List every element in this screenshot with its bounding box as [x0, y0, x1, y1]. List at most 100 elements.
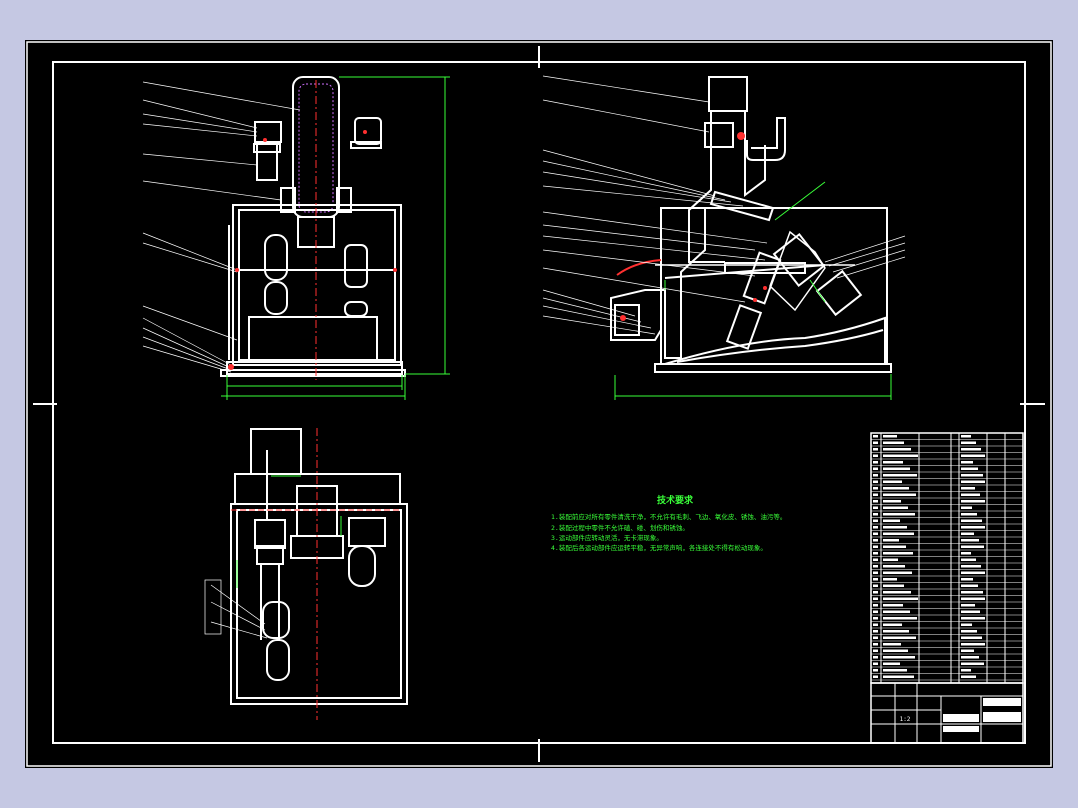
- tech-req-line-1: 1.装配前应对所有零件清洗干净，不允许有毛刺、飞边、氧化皮、锈蚀、油污等。: [551, 512, 786, 521]
- bom-cell-mark: [883, 539, 899, 542]
- bom-cell-mark: [883, 526, 907, 529]
- bom-cell-mark: [883, 604, 903, 607]
- bom-cell-mark: [961, 480, 985, 483]
- side-arc: [616, 259, 662, 276]
- bom-cell-mark: [961, 493, 980, 496]
- centering-marks: [33, 46, 1045, 762]
- bom-cell-mark: [961, 584, 978, 587]
- bom-cell-mark: [961, 435, 971, 438]
- bom-cell-mark: [883, 461, 903, 464]
- bom-cell-mark: [961, 669, 971, 672]
- tech-req-line-4: 4.装配后各运动部件应运转平稳，无异常声响，各连接处不得有松动现象。: [551, 543, 767, 552]
- bom-cell-mark: [873, 493, 878, 496]
- bom-cell-mark: [961, 597, 985, 600]
- bom-cell-mark: [883, 493, 916, 496]
- front-leaders: [142, 81, 301, 373]
- front-view: [220, 76, 406, 377]
- bom-cell-mark: [961, 591, 983, 594]
- bom-cell-mark: [961, 656, 979, 659]
- bom-cell-mark: [883, 545, 906, 548]
- bom-cell-mark: [961, 454, 985, 457]
- drawing-company: 装配图: [994, 700, 1009, 707]
- bom-cell-mark: [883, 519, 900, 522]
- bom-cell-mark: [883, 630, 909, 633]
- bom-cell-mark: [961, 604, 975, 607]
- bom-cell-mark: [883, 500, 901, 503]
- tech-req-line-2: 2.装配过程中零件不允许磕、碰、划伤和锈蚀。: [551, 523, 689, 532]
- bom-cell-mark: [883, 597, 918, 600]
- bom-cell-mark: [961, 623, 972, 626]
- title-block: [870, 682, 1024, 744]
- bom-cell-mark: [883, 513, 915, 516]
- bom-cell-mark: [961, 461, 973, 464]
- bill-of-materials: [870, 432, 1024, 684]
- drawing-scale: 1:2: [900, 716, 911, 723]
- bom-cell-mark: [961, 630, 977, 633]
- bom-cell-mark: [873, 532, 878, 535]
- bom-cell-mark: [883, 487, 909, 490]
- side-red-marks: [620, 132, 767, 321]
- bom-cell-mark: [883, 441, 904, 444]
- bom-cell-mark: [961, 610, 980, 613]
- bom-cell-mark: [873, 578, 878, 581]
- bom-cell-mark: [961, 448, 981, 451]
- bom-cell-mark: [873, 591, 878, 594]
- bom-cell-mark: [873, 506, 878, 509]
- bom-cell-mark: [873, 474, 878, 477]
- bom-cell-mark: [873, 649, 878, 652]
- bom-cell-mark: [873, 519, 878, 522]
- bom-cell-mark: [883, 662, 900, 665]
- drawing-title: 倾角调整机构: [987, 716, 1017, 723]
- bom-cell-mark: [961, 467, 978, 470]
- bom-cell-mark: [961, 539, 979, 542]
- bom-cell-mark: [883, 578, 897, 581]
- bom-cell-mark: [961, 617, 985, 620]
- bom-cell-mark: [873, 467, 878, 470]
- bom-cell-mark: [883, 610, 910, 613]
- side-green: [614, 181, 892, 400]
- bom-cell-mark: [873, 526, 878, 529]
- title-block-fills: [943, 698, 1021, 732]
- top-leaders: [204, 579, 268, 639]
- bom-cell-mark: [883, 448, 911, 451]
- bom-cell-mark: [883, 669, 907, 672]
- bom-cell-mark: [873, 604, 878, 607]
- outer-border: [26, 41, 1052, 767]
- bom-text-marks: [873, 435, 985, 678]
- bom-cell-mark: [961, 441, 976, 444]
- bom-cell-mark: [961, 513, 977, 516]
- bom-cell-mark: [883, 552, 913, 555]
- tech-req-line-3: 3.运动部件应转动灵活，无卡滞现象。: [551, 533, 663, 542]
- tech-req-title: 技术要求: [657, 494, 694, 506]
- bom-cell-mark: [961, 571, 985, 574]
- bom-cell-mark: [961, 558, 976, 561]
- side-leaders: [542, 75, 906, 335]
- front-dimensions: [221, 76, 450, 400]
- bom-cell-mark: [883, 591, 911, 594]
- bom-cell-mark: [883, 454, 918, 457]
- bom-cell-mark: [883, 435, 897, 438]
- bom-cell-mark: [873, 643, 878, 646]
- top-green: [236, 475, 342, 588]
- bom-cell-mark: [873, 675, 878, 678]
- bom-cell-mark: [961, 675, 976, 678]
- bom-cell-mark: [961, 578, 973, 581]
- bom-cell-mark: [873, 558, 878, 561]
- bom-cell-mark: [961, 506, 972, 509]
- cad-viewport[interactable]: 技术要求 1.装配前应对所有零件清洗干净，不允许有毛刺、飞边、氧化皮、锈蚀、油污…: [25, 40, 1053, 768]
- bom-cell-mark: [873, 454, 878, 457]
- bom-cell-mark: [961, 487, 975, 490]
- bom-cell-mark: [883, 656, 915, 659]
- bom-cell-mark: [873, 669, 878, 672]
- bom-cell-mark: [883, 649, 908, 652]
- bom-cell-mark: [873, 662, 878, 665]
- bom-cell-mark: [961, 649, 974, 652]
- bom-cell-mark: [883, 623, 902, 626]
- bom-rows: [871, 439, 1023, 681]
- bom-cell-mark: [883, 617, 917, 620]
- bom-cell-mark: [873, 617, 878, 620]
- bom-cell-mark: [873, 500, 878, 503]
- bom-cell-mark: [873, 552, 878, 555]
- bom-cell-mark: [961, 662, 984, 665]
- bom-cell-mark: [961, 500, 985, 503]
